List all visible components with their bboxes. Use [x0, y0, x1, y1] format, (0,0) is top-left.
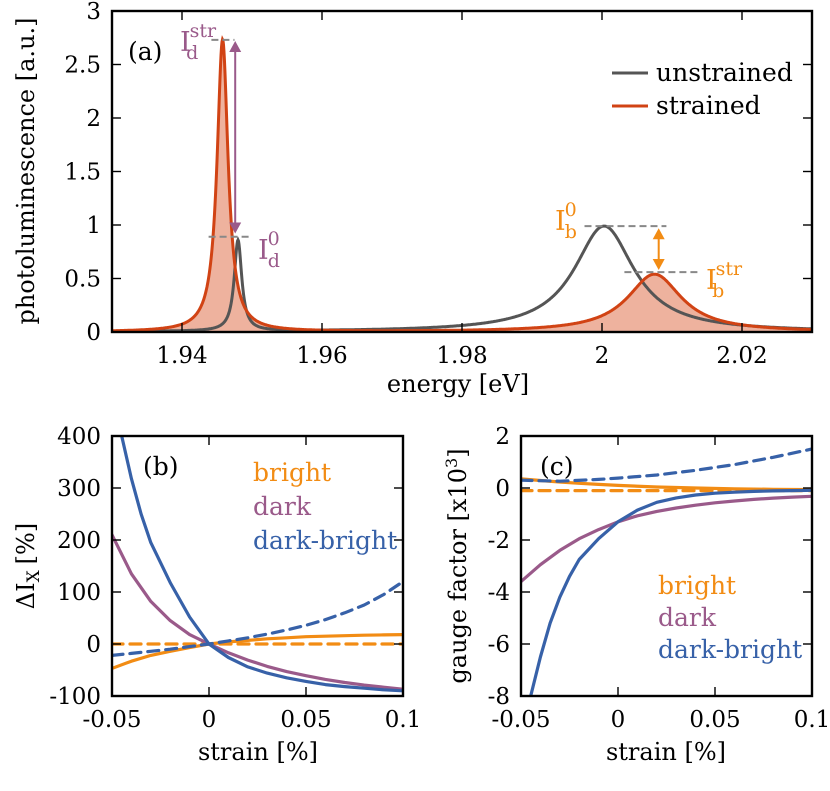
x-tick-label: 0.05 [280, 707, 331, 733]
x-tick-label: 1.94 [156, 343, 207, 369]
panel-a-legend: unstrained strained [612, 58, 793, 120]
panel-b-y-ticks: -100 0 100 200 300 400 [49, 424, 403, 710]
y-tick-label: 300 [57, 476, 101, 502]
series-line-dark [521, 494, 812, 584]
series-line-bright [112, 633, 403, 670]
panel-c-y-axis-label: gauge factor [x103] [442, 448, 472, 683]
x-tick-label: 0.1 [385, 707, 422, 733]
series-line-bright [521, 477, 812, 492]
legend-label-strained: strained [656, 91, 761, 120]
panel-c-x-axis-label: strain [%] [606, 738, 726, 766]
legend-label-dark-bright: dark-bright [253, 526, 397, 555]
y-tick-label: 100 [57, 580, 101, 606]
panel-b-y-axis-label: ΔIX[%] [12, 523, 44, 609]
x-tick-label: 0.05 [689, 707, 740, 733]
panel-b-x-axis-label: strain [%] [198, 738, 318, 766]
legend-label-bright: bright [658, 571, 736, 600]
x-tick-label: 2.02 [716, 343, 767, 369]
y-tick-label: -6 [488, 632, 510, 658]
panel-a-y-ticks: 0 0.5 1 1.5 2 2.5 3 [64, 0, 812, 346]
panel-b-frame [110, 434, 405, 698]
panel-a-label: (a) [128, 37, 162, 66]
panel-b-label: (b) [143, 452, 179, 481]
y-tick-label: 1.5 [64, 160, 101, 186]
y-tick-label: 2 [495, 424, 510, 450]
y-tick-label: 400 [57, 424, 101, 450]
panel-a-y-axis-label: photoluminescence [a.u.] [12, 17, 40, 324]
arrow-head-down [229, 222, 242, 234]
series-line-dark-bright-linear [112, 580, 403, 657]
x-tick-label: 2 [595, 343, 610, 369]
arrow-head-up [229, 40, 242, 52]
panel-c-legend: bright dark dark-bright [658, 571, 802, 664]
y-tick-label: 0 [86, 320, 101, 346]
y-tick-label: 2 [86, 106, 101, 132]
y-tick-label: 0.5 [64, 267, 101, 293]
x-tick-label: 0 [202, 707, 217, 733]
y-tick-label: 1 [86, 213, 101, 239]
series-line-dark-solid [120, 436, 403, 693]
y-tick-label: -8 [488, 684, 510, 710]
x-tick-label: -0.05 [492, 707, 551, 733]
x-tick-label: 0.1 [794, 707, 830, 733]
x-tick-label: 1.98 [436, 343, 487, 369]
legend-label-dark: dark [253, 492, 312, 521]
y-tick-label: 2.5 [64, 53, 101, 79]
y-tick-label: -2 [488, 528, 510, 554]
panel-b-legend: bright dark dark-bright [253, 458, 397, 555]
arrow-head-down [652, 258, 665, 270]
panel-c-series-lines [521, 447, 812, 696]
panel-c-y-ticks: -8 -6 -4 -2 0 2 [488, 424, 812, 710]
series-line-dark [112, 533, 403, 691]
x-tick-label: 1.96 [296, 343, 347, 369]
y-tick-label: 3 [86, 0, 101, 25]
intensity-guide-lines [208, 38, 699, 274]
legend-label-bright: bright [253, 458, 331, 487]
panel-a-photoluminescence: 1.94 1.96 1.98 2 2.02 0 0.5 1 1.5 2 2.5 3 (a) ener… [12, 0, 814, 398]
legend-label-dark-bright: dark-bright [658, 635, 802, 664]
series-line-dark-bright [529, 488, 812, 696]
y-tick-label: 200 [57, 528, 101, 554]
panel-a-x-axis-label: energy [eV] [387, 370, 529, 398]
intensity-change-arrows [229, 40, 665, 270]
x-tick-label: -0.05 [83, 707, 142, 733]
panel-c-x-ticks: -0.05 0 0.05 0.1 [492, 436, 830, 733]
legend-label-unstrained: unstrained [656, 58, 793, 87]
x-tick-label: 0 [611, 707, 626, 733]
series-line-dark-bright-linear [521, 447, 812, 483]
panel-c-frame [519, 434, 814, 698]
panel-b-series-lines [112, 436, 403, 693]
y-tick-label: 0 [86, 632, 101, 658]
panel-b-x-ticks: -0.05 0 0.05 0.1 [83, 436, 422, 733]
y-tick-label: -4 [488, 580, 510, 606]
panel-a-x-ticks: 1.94 1.96 1.98 2 2.02 [156, 11, 768, 369]
y-tick-label: 0 [495, 476, 510, 502]
panel-b-intensity-change: -0.05 0 0.05 0.1 -100 0 100 200 300 400 (b) stra… [12, 424, 421, 766]
legend-label-dark: dark [658, 603, 717, 632]
arrow-head-up [652, 228, 665, 240]
panel-c-label: (c) [540, 452, 574, 481]
y-tick-label: -100 [49, 684, 101, 710]
